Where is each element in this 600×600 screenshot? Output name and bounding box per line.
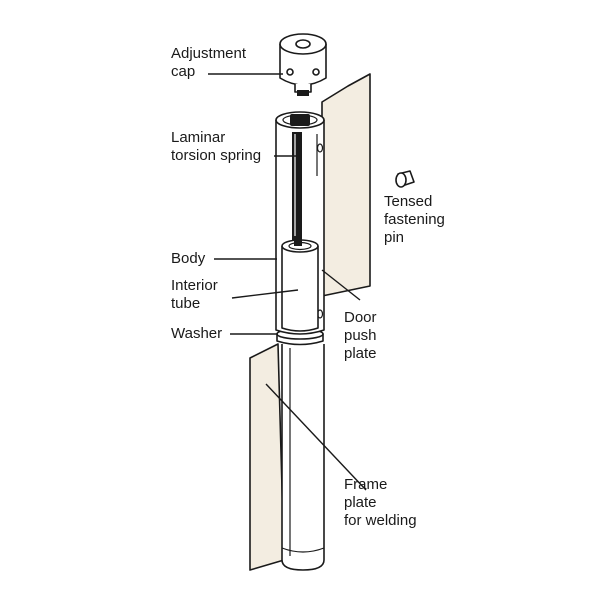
lower-barrel-bottom-ring: [281, 547, 325, 553]
spring-core-in-tube: [294, 236, 302, 246]
label-laminar-torsion-spring: Laminar torsion spring: [171, 129, 262, 164]
fastening-pin-head: [395, 172, 407, 188]
label-washer: Washer: [171, 325, 223, 342]
frame-plate: [249, 343, 285, 571]
door-push-plate: [321, 73, 371, 297]
label-interior-tube: Interior tube: [171, 277, 218, 312]
label-adjustment-cap: Adjustment cap: [171, 45, 247, 80]
body-hole-upper: [316, 143, 324, 153]
laminar-spring: [292, 132, 302, 242]
leader-door-plate: [321, 269, 361, 301]
adjustment-cap-hole: [295, 39, 311, 49]
label-tensed-fastening-pin: Tensed fastening pin: [384, 193, 445, 246]
spring-top-block: [290, 114, 310, 126]
cap-side-hole-left: [286, 68, 294, 76]
label-body: Body: [171, 250, 206, 267]
lower-barrel: [281, 344, 325, 571]
interior-tube: [281, 246, 319, 332]
label-frame-plate-for-welding: Frame plate for welding: [344, 476, 417, 529]
leader-frame-plate: [265, 383, 367, 491]
cap-side-hole-right: [312, 68, 320, 76]
cap-key-lug: [297, 90, 309, 96]
label-door-push-plate: Door push plate: [344, 309, 377, 362]
leader-interior-tube: [231, 289, 299, 299]
